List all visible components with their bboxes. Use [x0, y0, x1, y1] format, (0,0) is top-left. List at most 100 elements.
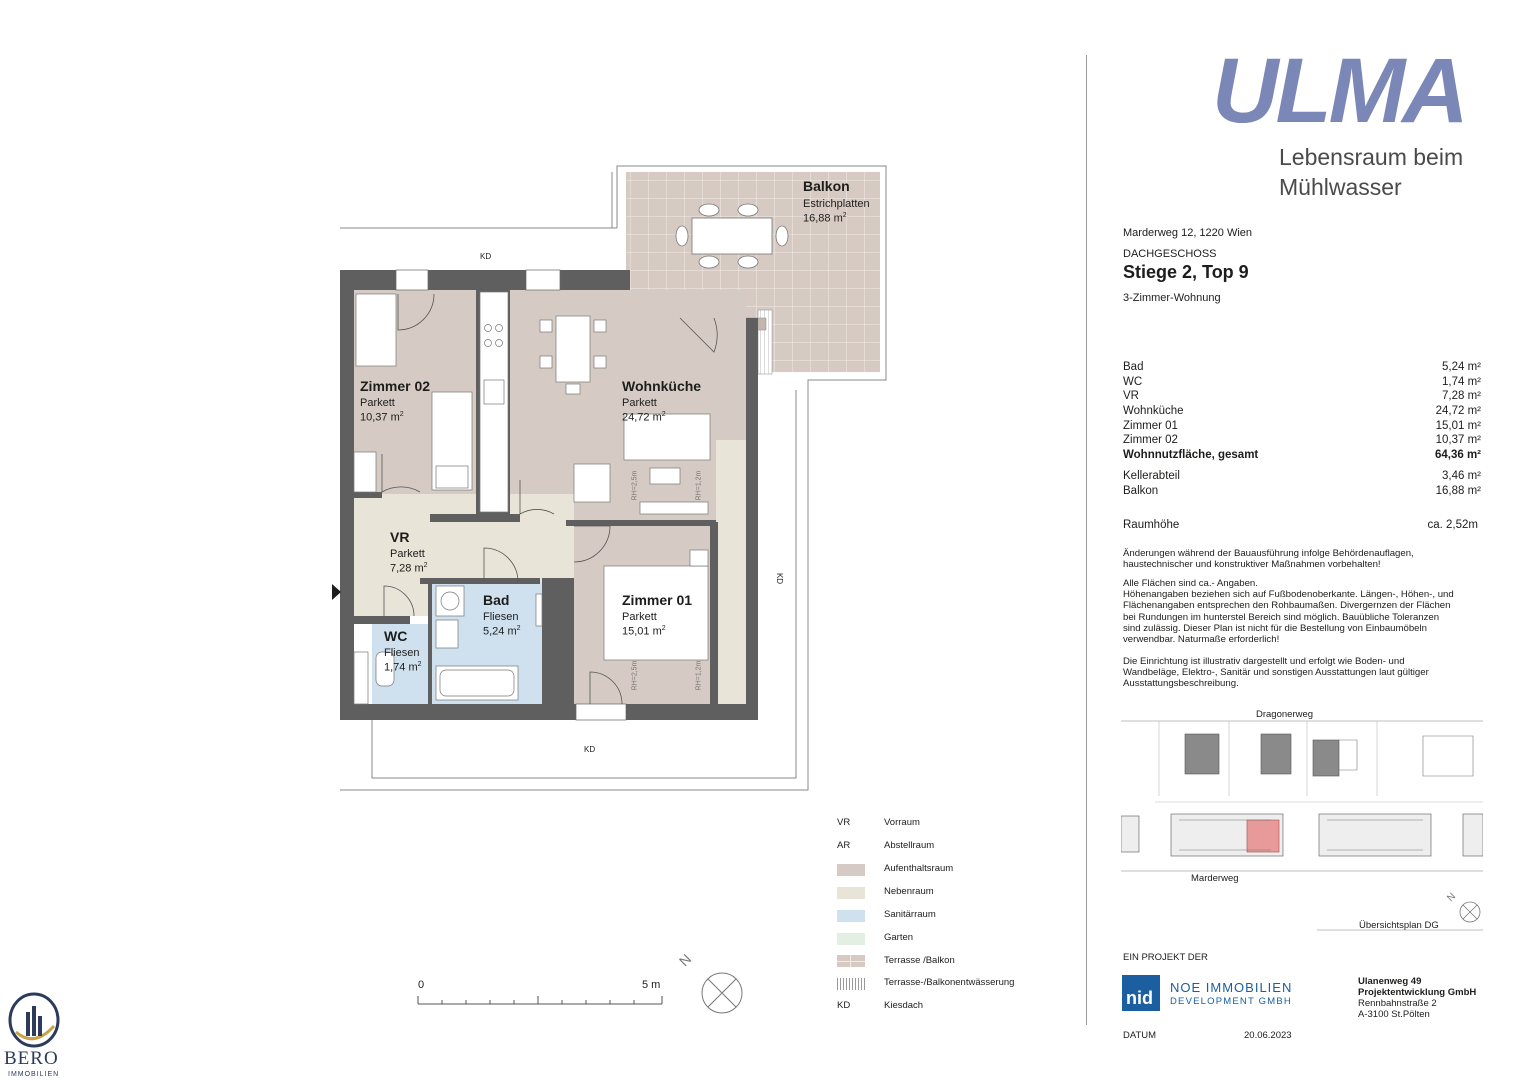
project-address: Marderweg 12, 1220 Wien	[1123, 227, 1253, 239]
kd-label-top: KD	[480, 252, 492, 261]
dining-furniture	[539, 315, 711, 515]
rh-label-4: RH=1,2m	[695, 660, 703, 691]
site-street-top: Dragonerweg	[1256, 709, 1314, 720]
legend-text-entwaesserung: Terrasse-/Balkonentwässerung	[884, 977, 1015, 988]
bad-floor: Fliesen	[483, 611, 519, 623]
legend-text-vr: Vorraum	[884, 817, 920, 828]
windows	[395, 269, 627, 721]
legend-abbr-vr: VR	[837, 817, 851, 828]
entrance-arrow	[332, 584, 341, 600]
bero-logo-sub: IMMOBILIEN	[8, 1071, 60, 1078]
legend-swatch-sanitaerraum	[837, 910, 865, 922]
legend-text-ar: Abstellraum	[884, 840, 935, 851]
north-arrow-icon	[701, 972, 743, 1014]
site-plan	[1121, 720, 1483, 931]
balkon-area: 16,88 m2	[803, 212, 847, 225]
project-floor: DACHGESCHOSS	[1123, 248, 1217, 260]
kd-label-right: KD	[775, 572, 785, 585]
zimmer01-area: 15,01 m2	[622, 625, 666, 638]
company-line1: Ulanenweg 49	[1358, 976, 1422, 987]
brand-title: ULMA	[1212, 40, 1469, 142]
site-caption: Übersichtsplan DG	[1359, 920, 1439, 931]
kitchen-counter	[479, 291, 509, 513]
legend-text-aufenthaltsraum: Aufenthaltsraum	[884, 863, 954, 874]
scale-five: 5 m	[642, 979, 661, 991]
rh-label-2: RH=1,2m	[695, 470, 703, 501]
zimmer02-area: 10,37 m2	[360, 411, 404, 424]
brand-subtitle-line2: Mühlwasser	[1279, 174, 1402, 200]
date-value: 20.06.2023	[1244, 1030, 1292, 1041]
legend-abbr-kd: KD	[837, 1000, 851, 1011]
scale-zero: 0	[418, 979, 425, 991]
note-changes: Änderungen während der Bauausführung inf…	[1123, 548, 1414, 571]
legend-text-kd: Kiesdach	[884, 1000, 924, 1011]
nid-logo-icon	[1122, 975, 1160, 1011]
brand-subtitle-line1: Lebensraum beim	[1279, 144, 1464, 170]
wohnkueche-area: 24,72 m2	[622, 411, 666, 424]
zimmer02-furniture	[353, 293, 473, 493]
vr-floor: Parkett	[390, 548, 425, 560]
wohnkueche-label: Wohnküche	[622, 378, 702, 394]
site-street-bottom: Marderweg	[1191, 873, 1239, 884]
legend-swatch-aufenthaltsraum	[837, 864, 865, 876]
note-furnishing: Die Einrichtung ist illustrativ dargeste…	[1123, 656, 1429, 690]
kiesdach-outline	[340, 165, 887, 791]
legend-abbr-ar: AR	[837, 840, 851, 851]
panel-divider	[1086, 55, 1087, 1025]
balcony-furniture	[675, 203, 789, 269]
balkon-floor: Estrichplatten	[803, 198, 870, 210]
noe-logo-line2: DEVELOPMENT GMBH	[1170, 996, 1292, 1007]
bad-area: 5,24 m2	[483, 625, 521, 638]
floor-plan	[332, 165, 887, 791]
project-type: 3-Zimmer-Wohnung	[1123, 292, 1221, 304]
date-label: DATUM	[1123, 1030, 1157, 1041]
bad-label: Bad	[483, 592, 510, 608]
project-by-label: EIN PROJEKT DER	[1123, 952, 1208, 963]
legend-swatch-garten	[837, 933, 865, 945]
kd-label-bottom: KD	[584, 745, 596, 754]
legend-text-garten: Garten	[884, 932, 914, 943]
bero-logo-icon	[8, 992, 60, 1048]
legend-text-terrasse: Terrasse /Balkon	[884, 955, 955, 966]
zimmer02-label: Zimmer 02	[360, 378, 431, 394]
vr-label: VR	[390, 529, 410, 545]
rh-label-3: RH=2,5m	[631, 660, 639, 691]
nid-logo-text: nid	[1126, 988, 1153, 1008]
wohnkueche-floor: Parkett	[622, 397, 657, 409]
bathroom-fixtures	[353, 585, 543, 705]
noe-logo-line1: NOE IMMOBILIEN	[1170, 980, 1293, 995]
wc-label: WC	[384, 628, 408, 644]
company-line3: Rennbahnstraße 2	[1358, 998, 1437, 1009]
legend-swatch-nebenraum	[837, 887, 865, 899]
project-unit: Stiege 2, Top 9	[1123, 262, 1249, 282]
note-areas: Alle Flächen sind ca.- Angaben.Höhenanga…	[1123, 578, 1454, 646]
balkon-label: Balkon	[803, 178, 850, 194]
zimmer01-label: Zimmer 01	[622, 592, 693, 608]
legend-text-sanitaerraum: Sanitärraum	[884, 909, 936, 920]
legend-text-nebenraum: Nebenraum	[884, 886, 934, 897]
zimmer01-furniture	[603, 549, 709, 661]
vr-area: 7,28 m2	[390, 562, 428, 575]
zimmer01-floor: Parkett	[622, 611, 657, 623]
company-line2: Projektentwicklung GmbH	[1358, 987, 1477, 998]
wc-area: 1,74 m2	[384, 661, 422, 674]
bero-logo-text: BERO	[4, 1048, 59, 1069]
scale-bar	[417, 996, 663, 1005]
legend-swatch-terrasse	[837, 955, 865, 967]
rh-label-1: RH=2,5m	[631, 470, 639, 501]
company-line4: A-3100 St.Pölten	[1358, 1009, 1430, 1020]
zimmer02-floor: Parkett	[360, 397, 395, 409]
doors	[381, 293, 718, 705]
legend-swatch-entwaesserung	[837, 978, 865, 990]
room-corridor-ext	[716, 440, 746, 704]
